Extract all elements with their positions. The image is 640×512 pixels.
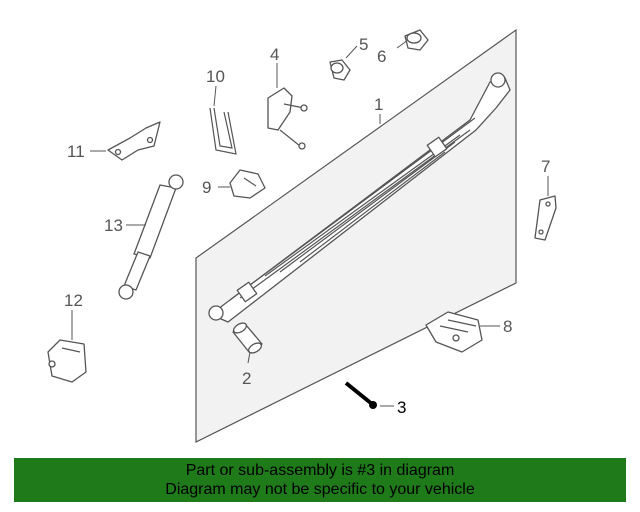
callout-13: 13: [104, 216, 123, 235]
callout-3: 3: [397, 398, 406, 417]
leaf-spring-part-1: [208, 72, 511, 323]
bolt-part-3: [344, 381, 377, 409]
callout-10: 10: [206, 67, 225, 86]
banner-line-1: Part or sub-assembly is #3 in diagram: [185, 462, 455, 479]
u-bolt-part-10: [209, 107, 237, 155]
bushing-part-6: [404, 29, 429, 51]
banner-line-2: Diagram may not be specific to your vehi…: [165, 481, 475, 498]
callout-7: 7: [541, 157, 550, 176]
part-info-banner: Part or sub-assembly is #3 in diagram Di…: [14, 458, 626, 502]
callout-leaders: [71, 39, 549, 407]
bushing-part-2: [232, 322, 263, 354]
bushing-part-5: [329, 59, 351, 81]
bracket-part-11: [107, 121, 161, 161]
callout-labels: 1 2 3 4 5 6 7 8 9 10 11 12 13: [64, 35, 550, 417]
parts-diagram: 1 2 3 4 5 6 7 8 9 10 11 12 13: [47, 28, 557, 443]
mount-bracket-part-12: [47, 339, 87, 383]
spring-seat-part-8: [425, 311, 483, 353]
callout-11: 11: [67, 142, 85, 161]
callout-8: 8: [503, 317, 512, 336]
callout-4: 4: [270, 45, 279, 64]
callout-5: 5: [359, 35, 368, 54]
shackle-part-4: [267, 87, 308, 150]
callout-12: 12: [64, 291, 83, 310]
callout-1: 1: [374, 95, 383, 114]
bump-stop-part-9: [229, 169, 266, 199]
callout-9: 9: [202, 178, 211, 197]
plate-part-7: [534, 195, 557, 241]
callout-2: 2: [242, 369, 251, 388]
shock-absorber-part-13: [118, 174, 184, 300]
callout-6: 6: [377, 47, 386, 66]
spring-assembly-panel: [195, 28, 517, 443]
